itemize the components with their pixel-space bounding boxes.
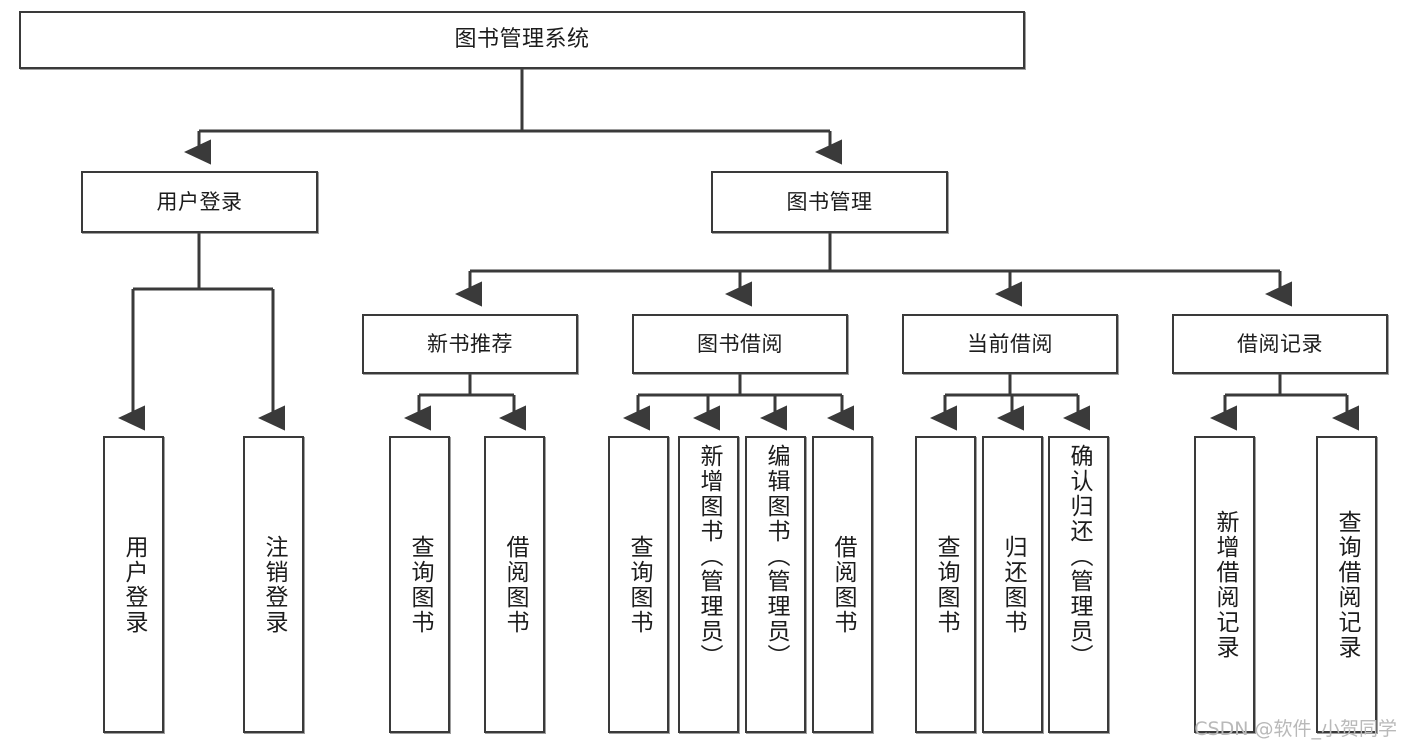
csdn-watermark: CSDN @软件_小贺同学 (1194, 718, 1397, 740)
leaf-user-login-logout[interactable]: 注销登录 (243, 436, 304, 733)
leaf-user-login-login-label: 用户登录 (121, 534, 147, 635)
leaf-user-login-login[interactable]: 用户登录 (103, 436, 164, 733)
leaf-current-borrow-return-book-label: 归还图书 (1000, 534, 1026, 635)
leaf-borrow-record-query-record[interactable]: 查询借阅记录 (1316, 436, 1377, 733)
leaf-current-borrow-confirm-return[interactable]: 确认归还（管理员） (1048, 436, 1109, 733)
leaf-user-login-logout-label: 注销登录 (261, 534, 287, 635)
leaf-borrow-record-add-record[interactable]: 新增借阅记录 (1194, 436, 1255, 733)
leaf-new-book-borrow-book-label: 借阅图书 (502, 534, 528, 635)
leaf-book-borrow-add-book[interactable]: 新增图书（管理员） (678, 436, 739, 733)
leaf-book-borrow-edit-book[interactable]: 编辑图书（管理员） (745, 436, 806, 733)
node-book-borrow[interactable]: 图书借阅 (632, 314, 848, 374)
node-current-borrow[interactable]: 当前借阅 (902, 314, 1118, 374)
node-borrow-record-label: 借阅记录 (1237, 331, 1323, 356)
node-current-borrow-label: 当前借阅 (967, 331, 1053, 356)
leaf-current-borrow-query-book-label: 查询图书 (933, 534, 959, 635)
leaf-current-borrow-confirm-return-label: 确认归还（管理员） (1066, 444, 1092, 669)
leaf-current-borrow-return-book[interactable]: 归还图书 (982, 436, 1043, 733)
node-new-book-recommend-label: 新书推荐 (427, 331, 513, 356)
node-book-management-label: 图书管理 (786, 189, 873, 214)
node-book-management[interactable]: 图书管理 (711, 171, 948, 233)
leaf-current-borrow-query-book[interactable]: 查询图书 (915, 436, 976, 733)
node-user-login-label: 用户登录 (156, 189, 243, 214)
node-root-label: 图书管理系统 (454, 27, 590, 53)
leaf-borrow-record-add-record-label: 新增借阅记录 (1212, 509, 1238, 660)
leaf-new-book-borrow-book[interactable]: 借阅图书 (484, 436, 545, 733)
node-new-book-recommend[interactable]: 新书推荐 (362, 314, 578, 374)
node-book-borrow-label: 图书借阅 (697, 331, 783, 356)
leaf-book-borrow-edit-book-label: 编辑图书（管理员） (763, 444, 789, 669)
node-root-book-management-system[interactable]: 图书管理系统 (19, 11, 1025, 69)
leaf-book-borrow-borrow-book[interactable]: 借阅图书 (812, 436, 873, 733)
leaf-borrow-record-query-record-label: 查询借阅记录 (1334, 509, 1360, 660)
leaf-new-book-query-book[interactable]: 查询图书 (389, 436, 450, 733)
node-borrow-record[interactable]: 借阅记录 (1172, 314, 1388, 374)
node-user-login[interactable]: 用户登录 (81, 171, 318, 233)
leaf-book-borrow-query-book[interactable]: 查询图书 (608, 436, 669, 733)
leaf-new-book-query-book-label: 查询图书 (407, 534, 433, 635)
leaf-book-borrow-query-book-label: 查询图书 (626, 534, 652, 635)
leaf-book-borrow-add-book-label: 新增图书（管理员） (696, 444, 722, 669)
leaf-book-borrow-borrow-book-label: 借阅图书 (830, 534, 856, 635)
